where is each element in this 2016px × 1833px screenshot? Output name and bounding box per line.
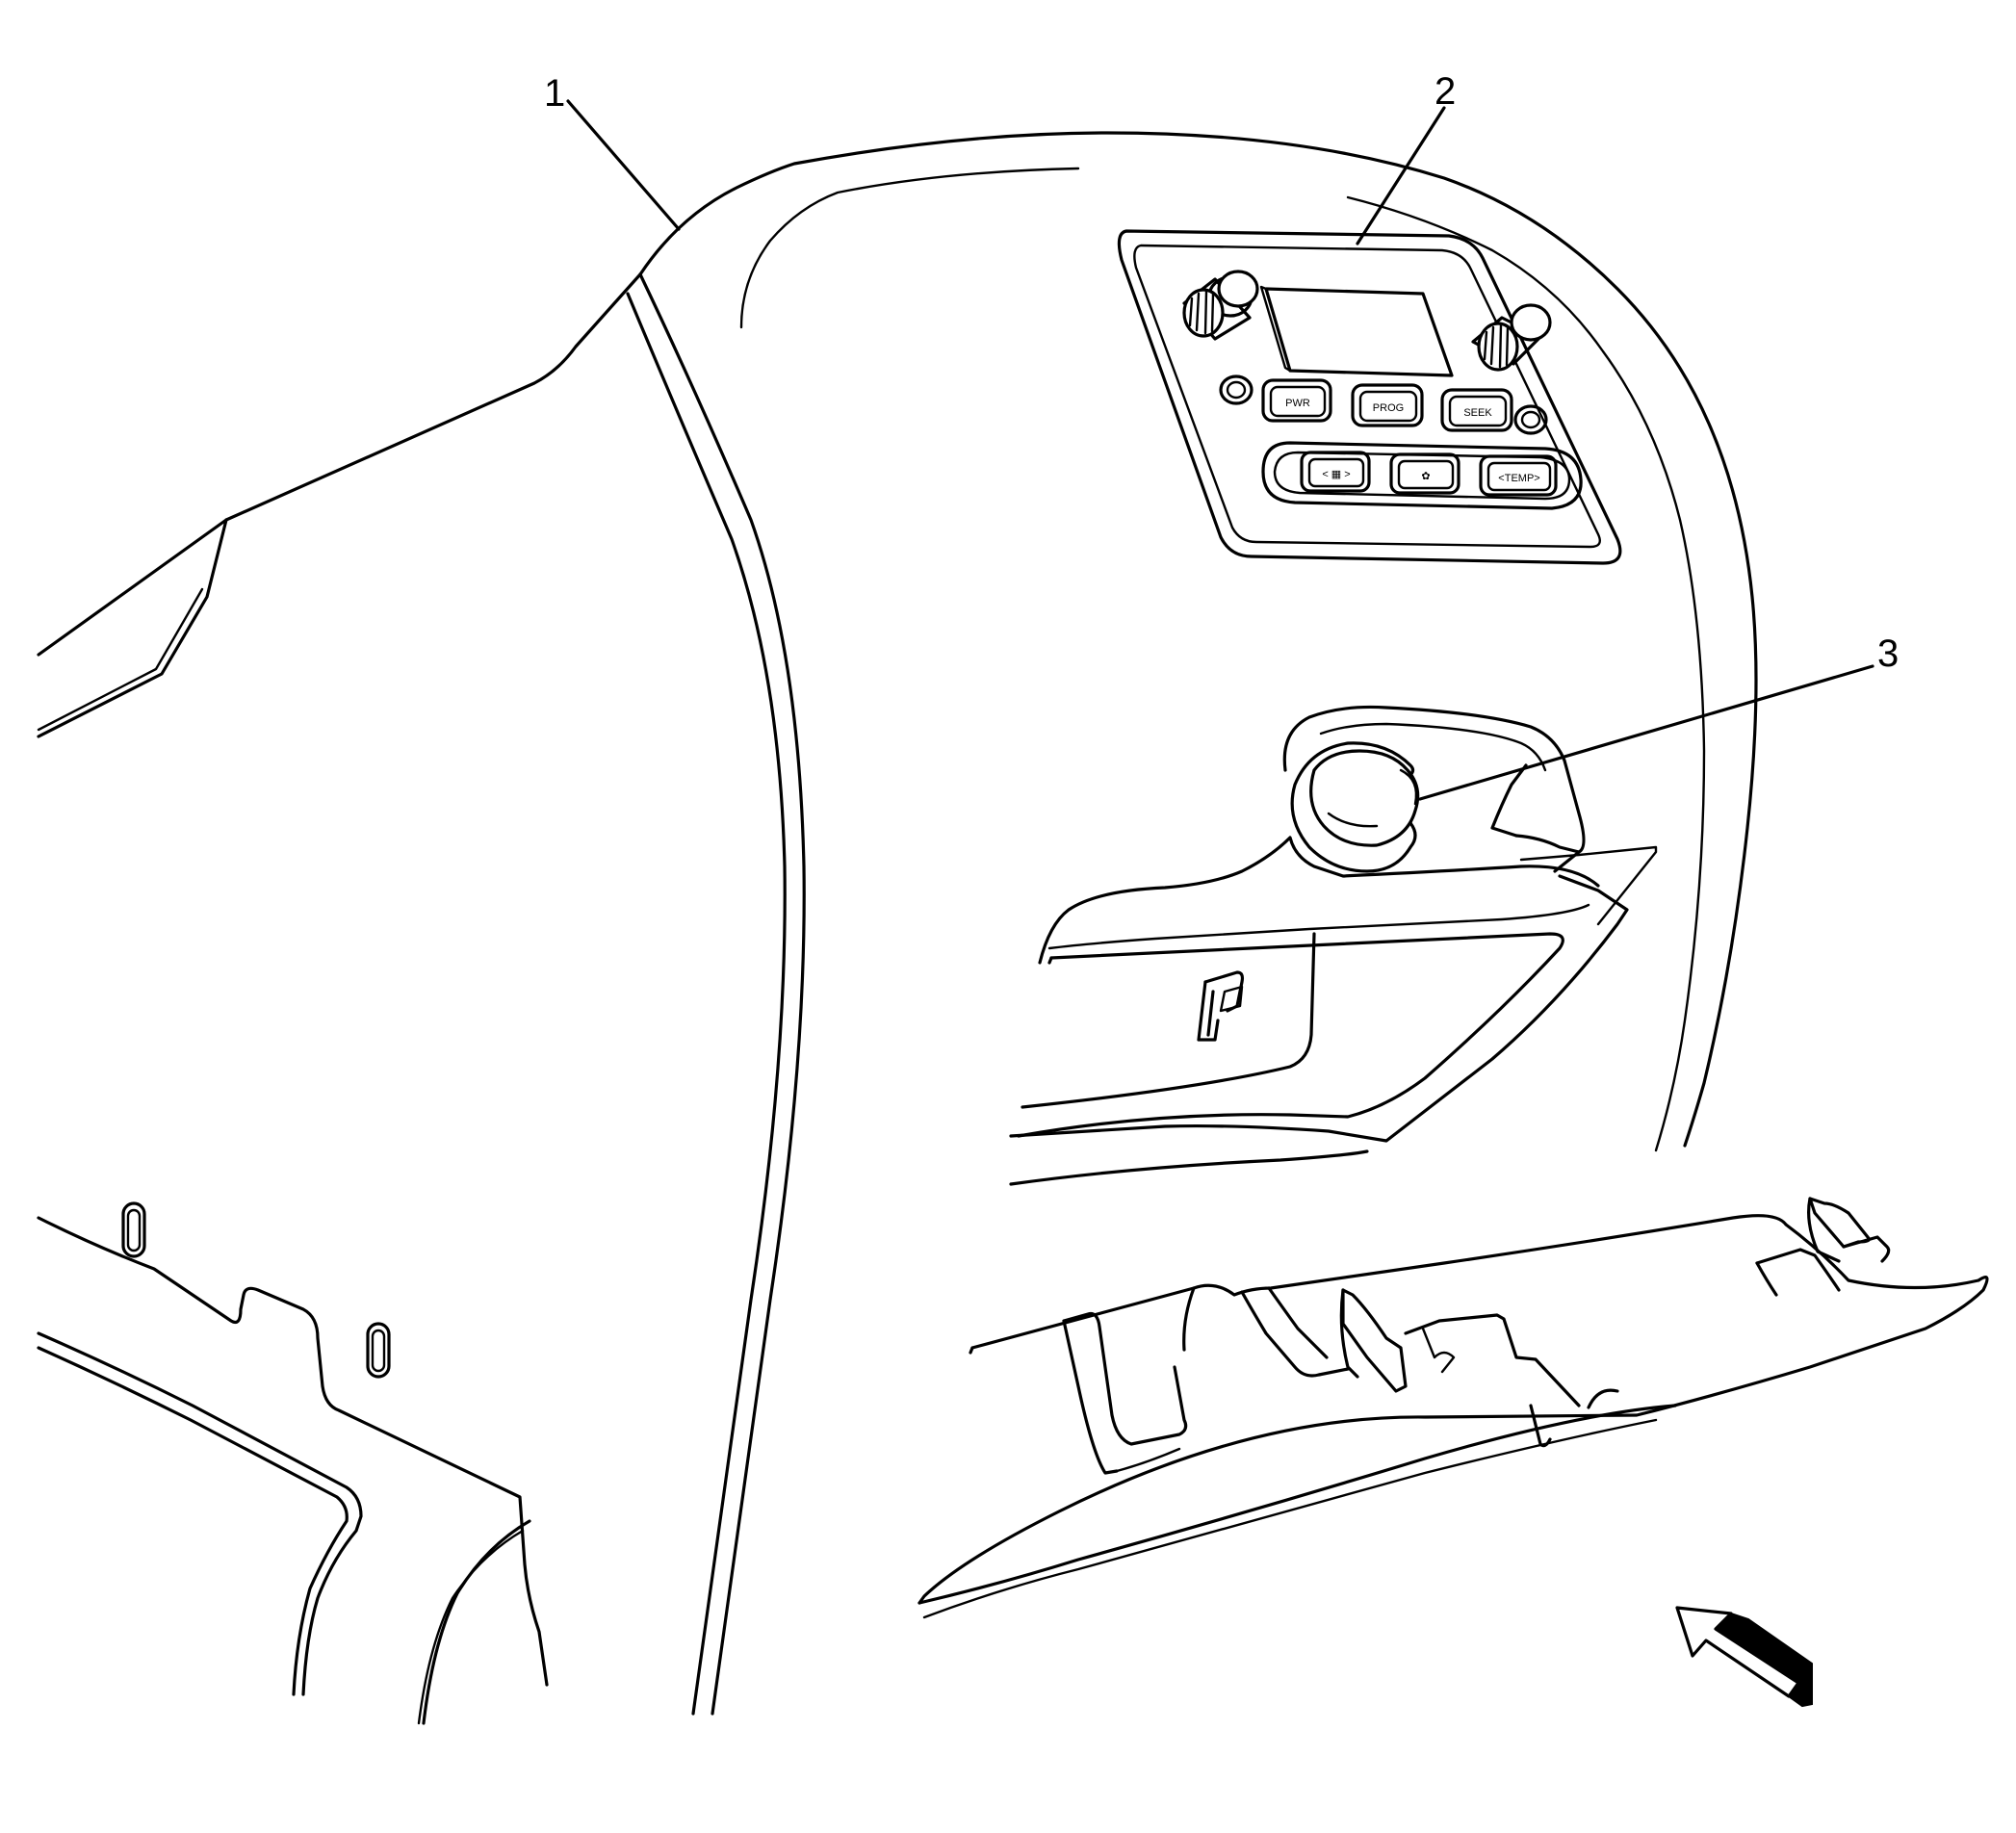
seek-button[interactable]: SEEK (1440, 388, 1513, 432)
left-knob-icon[interactable] (1182, 270, 1259, 341)
glovebox-door (918, 1197, 1989, 1619)
slot-right-icon (366, 1322, 391, 1379)
mode-button[interactable]: < ▦ > (1300, 451, 1371, 493)
leader-1 (566, 99, 681, 231)
mode-button-label: < ▦ > (1322, 469, 1350, 480)
leader-3 (1418, 664, 1874, 801)
pwr-button-label: PWR (1285, 398, 1310, 409)
latch-icon (1197, 970, 1245, 1042)
right-screw-icon (1513, 404, 1548, 435)
callout-3-label: 3 (1877, 633, 1899, 675)
hinge-tab-left-icon (1339, 1288, 1581, 1407)
prog-button[interactable]: PROG (1351, 383, 1424, 427)
fan-button[interactable]: ✿ (1389, 452, 1460, 495)
leader-2 (1356, 106, 1446, 245)
temp-button-label: <TEMP> (1498, 473, 1539, 484)
callout-leaders (566, 99, 1874, 801)
console-body (626, 131, 1758, 1716)
pwr-button[interactable]: PWR (1261, 378, 1332, 423)
slot-left-icon (121, 1201, 146, 1258)
lower-left-trim (37, 1201, 549, 1725)
prog-button-label: PROG (1373, 402, 1404, 414)
fan-button-label: ✿ (1421, 471, 1430, 482)
temp-button[interactable]: <TEMP> (1479, 454, 1558, 497)
view-arrow-icon (1675, 1606, 1813, 1708)
control-panel: PWR PROG SEEK < ▦ > ✿ <TEMP> (1117, 229, 1622, 565)
right-knob-icon[interactable] (1471, 303, 1552, 372)
seek-button-label: SEEK (1463, 407, 1492, 419)
storage-recess (1009, 705, 1658, 1186)
left-upper-trim (37, 272, 642, 738)
callout-2-label: 2 (1434, 70, 1456, 113)
power-outlet-cap-icon (1290, 741, 1420, 873)
left-screw-icon (1219, 374, 1254, 405)
callout-1-label: 1 (544, 72, 565, 115)
hinge-tab-right-icon (1755, 1197, 1891, 1297)
